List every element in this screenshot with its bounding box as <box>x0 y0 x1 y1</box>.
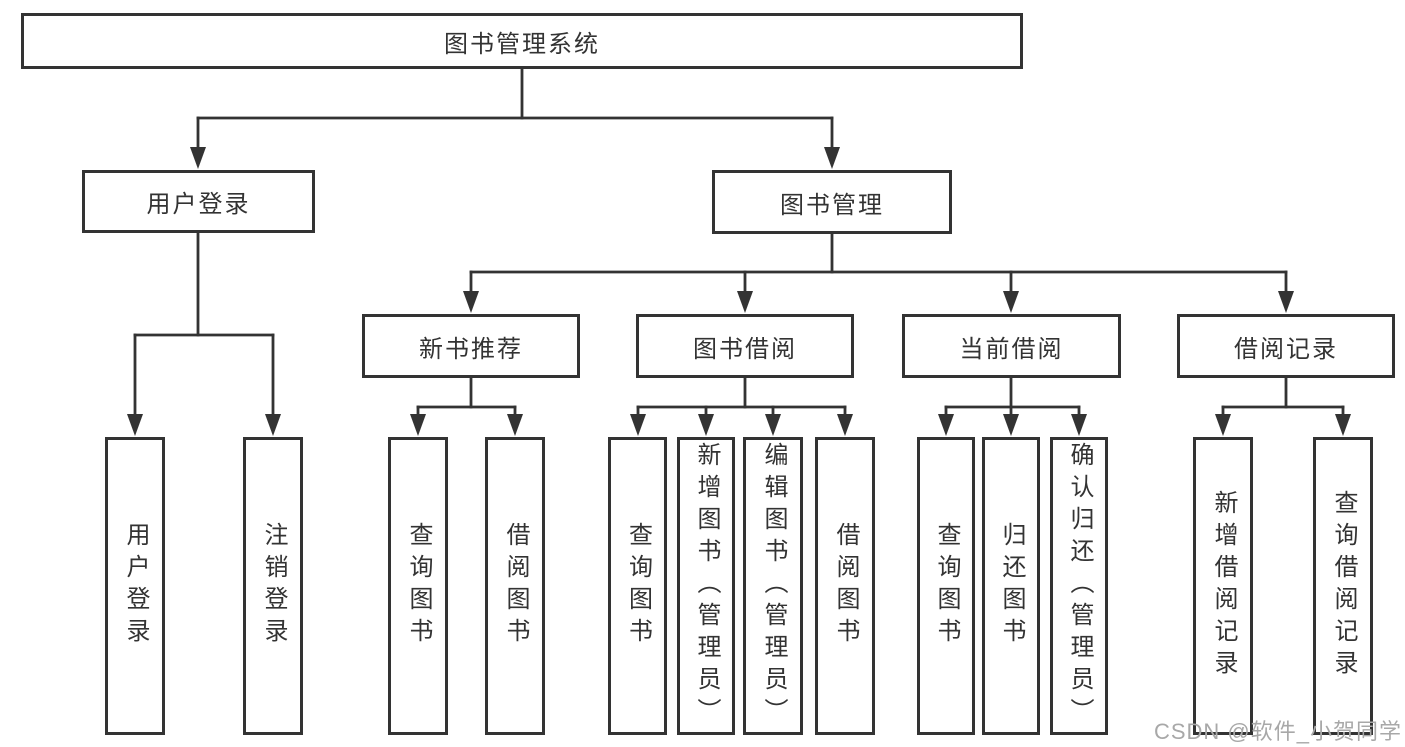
leaf-borrow-books-2: 借阅图书 <box>815 437 875 735</box>
leaf-add-borrow-record: 新增借阅记录 <box>1193 437 1253 735</box>
node-library-mgmt-system: 图书管理系统 <box>21 13 1023 69</box>
node-book-borrow: 图书借阅 <box>636 314 854 378</box>
connector-root-to-level1 <box>190 67 840 169</box>
leaf-query-books-3: 查询图书 <box>917 437 975 735</box>
node-user-login: 用户登录 <box>82 170 315 233</box>
leaf-query-books-2: 查询图书 <box>608 437 667 735</box>
leaf-return-books: 归还图书 <box>982 437 1040 735</box>
leaf-query-books: 查询图书 <box>388 437 448 735</box>
leaf-borrow-books: 借阅图书 <box>485 437 545 735</box>
node-borrow-records: 借阅记录 <box>1177 314 1395 378</box>
node-book-mgmt: 图书管理 <box>712 170 952 234</box>
connector-book-borrow-to-leaves <box>630 376 853 436</box>
watermark-text: CSDN @软件_小贺同学 <box>1153 719 1402 744</box>
connector-book-mgmt-to-level2 <box>463 232 1294 313</box>
node-new-book-recommend: 新书推荐 <box>362 314 580 378</box>
leaf-add-books-admin: 新增图书（管理员） <box>677 437 735 735</box>
leaf-logout: 注销登录 <box>243 437 303 735</box>
connector-new-book-rec-to-leaves <box>410 376 523 436</box>
leaf-query-borrow-record: 查询借阅记录 <box>1313 437 1373 735</box>
leaf-confirm-return-admin: 确认归还（管理员） <box>1050 437 1108 735</box>
leaf-edit-books-admin: 编辑图书（管理员） <box>743 437 803 735</box>
node-current-borrow: 当前借阅 <box>902 314 1121 378</box>
connector-borrow-records-to-leaves <box>1215 376 1351 436</box>
connector-current-borrow-to-leaves <box>938 376 1087 436</box>
connector-user-login-to-leaves <box>127 231 281 436</box>
leaf-user-login: 用户登录 <box>105 437 165 735</box>
